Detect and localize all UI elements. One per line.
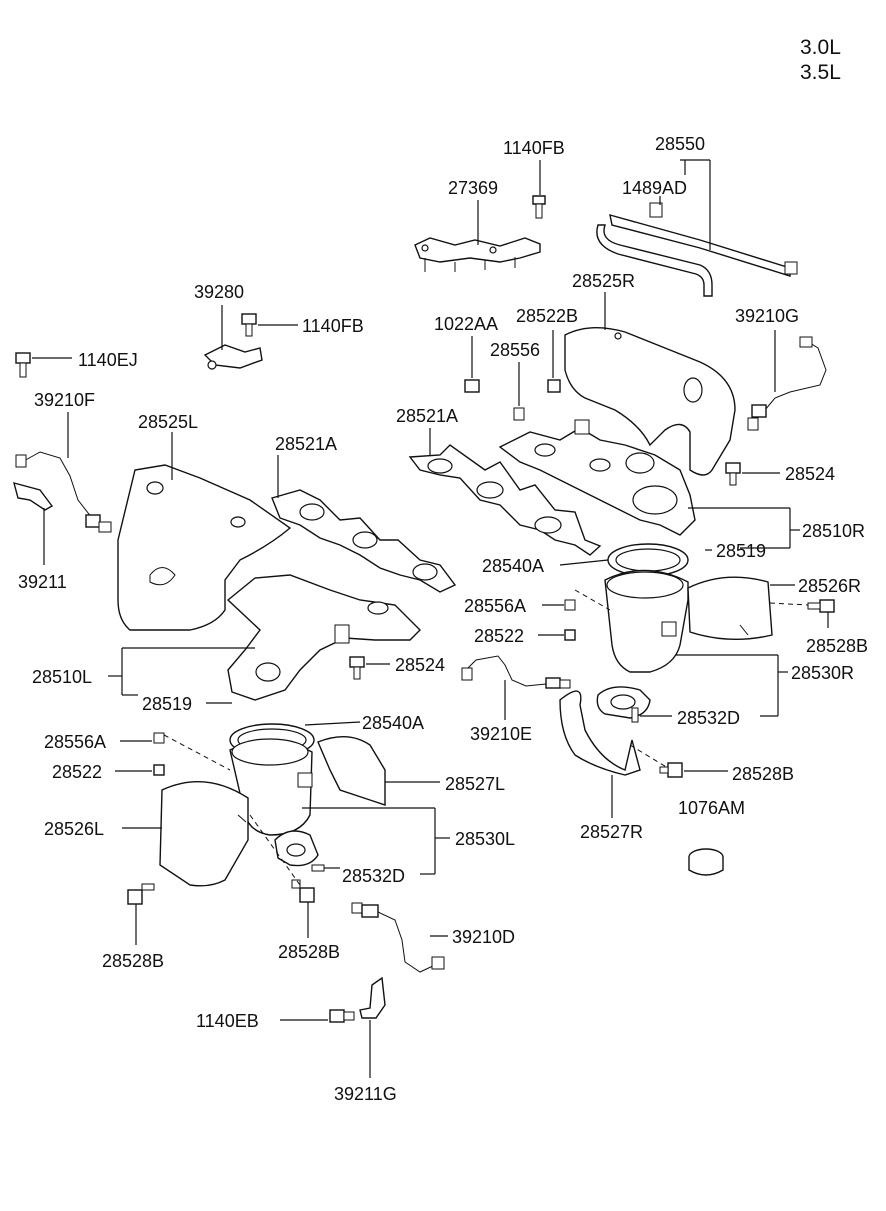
bolt-1140fb-top-drawing <box>532 195 546 219</box>
bolt-28524-right-drawing <box>725 462 741 486</box>
washer-28556a-mid-drawing <box>564 599 576 611</box>
nut-28522-left-drawing <box>153 764 165 776</box>
bracket-39211-drawing <box>13 482 54 511</box>
bolt-28528b-left-drawing <box>127 883 155 905</box>
heat-shield-28526r-drawing <box>687 576 773 641</box>
part-label-1489ad: 1489AD <box>622 178 687 198</box>
part-label-28530l: 28530L <box>455 829 515 849</box>
part-label-28530r: 28530R <box>791 663 854 683</box>
nut-28522b-drawing <box>547 379 561 393</box>
part-label-28524: 28524 <box>785 464 835 484</box>
part-label-39210e: 39210E <box>470 724 532 744</box>
part-label-28528b: 28528B <box>102 951 164 971</box>
part-label-28540a: 28540A <box>482 556 544 576</box>
part-label-39211g: 39211G <box>334 1084 397 1104</box>
nut-1022aa-drawing <box>464 379 480 393</box>
converter-28530r-drawing <box>604 569 689 673</box>
bolt-1140eb-drawing <box>329 1009 355 1023</box>
bracket-39211g-drawing <box>359 976 386 1019</box>
bolt-1140ej-drawing <box>15 352 31 378</box>
part-label-28532d: 28532D <box>677 708 740 728</box>
part-label-39211: 39211 <box>18 572 67 592</box>
sensor-39210e-drawing <box>461 655 571 689</box>
part-label-28526r: 28526R <box>798 576 861 596</box>
leader-lines <box>32 159 829 1078</box>
gasket-28521a-right-drawing <box>408 444 602 556</box>
flange-28532d-left-drawing <box>274 830 325 872</box>
flange-28532d-right-drawing <box>596 686 651 723</box>
part-label-28521a: 28521A <box>275 434 337 454</box>
part-label-28522b: 28522B <box>516 306 578 326</box>
part-label-39210g: 39210G <box>735 306 799 326</box>
part-label-28556a: 28556A <box>464 596 526 616</box>
part-label-28532d: 28532D <box>342 866 405 886</box>
bolt-1140fb-mid-drawing <box>241 313 257 337</box>
bolt-28524-left-drawing <box>349 656 365 680</box>
part-label-1022aa: 1022AA <box>434 314 498 334</box>
part-label-1140fb: 1140FB <box>503 138 565 158</box>
plug-1076am-drawing <box>688 848 724 876</box>
part-label-28522: 28522 <box>52 762 102 782</box>
part-label-28521a: 28521A <box>396 406 458 426</box>
heat-shield-28526l-drawing <box>159 780 249 887</box>
part-label-28524: 28524 <box>395 655 445 675</box>
part-label-28519: 28519 <box>142 694 192 714</box>
part-label-28522: 28522 <box>474 626 524 646</box>
bolt-28528b-right-drawing <box>807 599 835 613</box>
bolt-28528b-mid-drawing <box>659 762 683 778</box>
nut-28522-mid-drawing <box>564 629 576 641</box>
part-label-28526l: 28526L <box>44 819 104 839</box>
sensor-39210g-drawing <box>747 336 827 431</box>
engine-variant-label: 3.0L <box>800 36 841 59</box>
part-label-39210f: 39210F <box>34 390 95 410</box>
gasket-28521a-left-drawing <box>271 489 457 593</box>
part-label-28510r: 28510R <box>802 521 865 541</box>
oil-pipe-28550-drawing <box>596 202 798 297</box>
part-label-39210d: 39210D <box>452 927 515 947</box>
heat-shield-28525r-drawing <box>564 327 736 476</box>
heat-shield-28525l-drawing <box>117 464 292 631</box>
part-label-28510l: 28510L <box>32 667 92 687</box>
heat-shield-28527l-drawing <box>317 736 386 806</box>
bracket-27369-drawing <box>414 237 541 272</box>
part-label-28550: 28550 <box>655 134 705 154</box>
part-label-1076am: 1076AM <box>678 798 745 818</box>
bolt-28528b-low-drawing <box>291 879 315 903</box>
part-label-28528b: 28528B <box>806 636 868 656</box>
part-label-28528b: 28528B <box>278 942 340 962</box>
part-label-28540a: 28540A <box>362 713 424 733</box>
part-label-1140eb: 1140EB <box>196 1011 259 1031</box>
converter-28530l-drawing <box>229 738 313 836</box>
part-label-1140fb: 1140FB <box>302 316 364 336</box>
part-label-28527l: 28527L <box>445 774 505 794</box>
engine-variant-label: 3.5L <box>800 61 841 84</box>
part-label-1140ej: 1140EJ <box>78 350 138 370</box>
exhaust-manifold-28510l-drawing <box>226 574 421 701</box>
part-label-39280: 39280 <box>194 282 244 302</box>
heat-shield-28527r-drawing <box>559 690 641 776</box>
part-label-28556a: 28556A <box>44 732 106 752</box>
exhaust-manifold-28510r-drawing <box>498 419 696 536</box>
part-label-28525r: 28525R <box>572 271 635 291</box>
washer-28556a-left-drawing <box>153 732 165 744</box>
sensor-39210f-drawing <box>15 451 112 533</box>
part-label-28519: 28519 <box>716 541 766 561</box>
part-label-28527r: 28527R <box>580 822 643 842</box>
bracket-39280-drawing <box>203 344 263 370</box>
sensor-39210d-drawing <box>351 902 445 973</box>
part-label-28556: 28556 <box>490 340 540 360</box>
washer-28556-drawing <box>513 407 525 421</box>
part-label-28525l: 28525L <box>138 412 198 432</box>
part-label-27369: 27369 <box>448 178 498 198</box>
part-label-28528b: 28528B <box>732 764 794 784</box>
